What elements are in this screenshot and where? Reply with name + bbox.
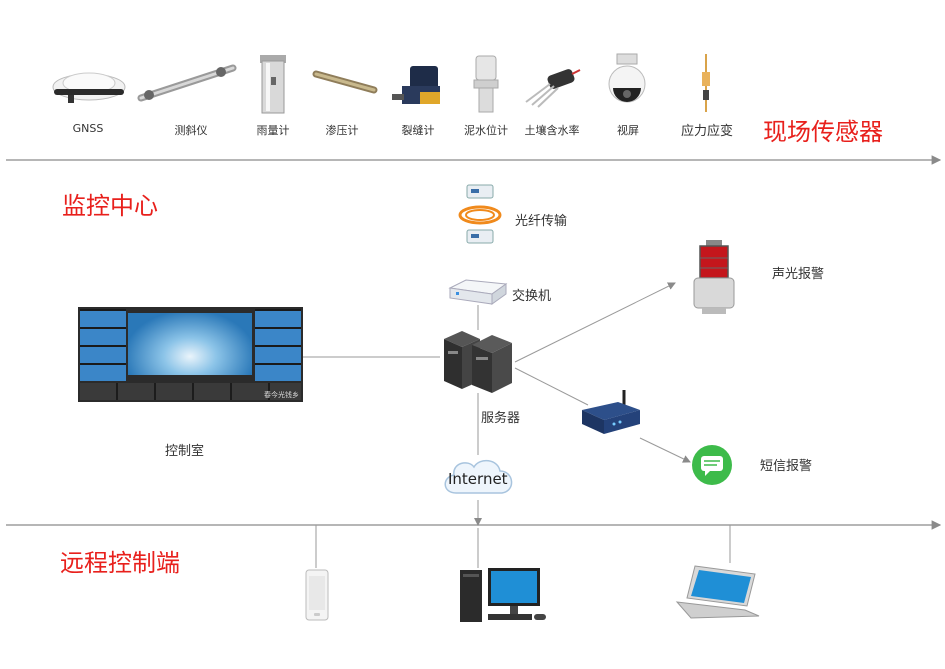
link-server-alarm bbox=[514, 282, 676, 363]
sound-light-alarm-label: 声光报警 bbox=[772, 267, 825, 282]
link-server-gateway bbox=[514, 367, 589, 406]
switch-label: 交换机 bbox=[512, 289, 552, 304]
control-room-video-wall: 春今光钱乡 bbox=[78, 307, 303, 402]
sms-gateway-icon bbox=[582, 390, 640, 434]
fiber-transmission-label: 光纤传输 bbox=[515, 214, 568, 229]
strain-gauge-icon bbox=[702, 54, 710, 112]
video-wall-left-panel bbox=[80, 309, 126, 381]
control-room-label: 控制室 bbox=[165, 444, 205, 459]
control-room-watermark: 春今光钱乡 bbox=[264, 391, 299, 399]
sensor-label-camera: 视屏 bbox=[617, 124, 639, 137]
inclinometer-icon bbox=[137, 64, 237, 102]
sensor-label-gnss: GNSS bbox=[72, 122, 104, 135]
link-gateway-sms bbox=[639, 437, 691, 463]
mobile-phone-icon bbox=[305, 569, 329, 621]
video-wall-right-panel bbox=[255, 309, 301, 381]
desktop-computer-icon bbox=[460, 568, 546, 622]
sensor-label-rain-gauge: 雨量计 bbox=[256, 124, 290, 137]
sms-message-icon bbox=[692, 445, 732, 485]
fiber-transmission-icon bbox=[458, 184, 502, 244]
sensor-label-soil-moisture: 土壤含水率 bbox=[524, 124, 580, 137]
soil-moisture-sensor-icon bbox=[525, 69, 581, 108]
sensor-label-inclinometer: 测斜仪 bbox=[174, 124, 208, 137]
internet-cloud-icon bbox=[444, 459, 513, 494]
piezometer-icon bbox=[312, 70, 378, 94]
server-icon bbox=[444, 331, 512, 393]
sensor-label-piezometer: 渗压计 bbox=[325, 124, 359, 137]
laptop-icon bbox=[675, 565, 760, 619]
water-level-meter-icon bbox=[473, 55, 499, 113]
section-title-monitoring-center: 监控中心 bbox=[62, 192, 158, 220]
rain-gauge-icon bbox=[260, 55, 286, 114]
sensor-label-crack-meter: 裂缝计 bbox=[401, 124, 435, 137]
video-wall-main-screen bbox=[128, 313, 252, 375]
internet-label: Internet bbox=[448, 470, 508, 488]
section-title-field-sensors: 现场传感器 bbox=[763, 118, 883, 146]
gnss-antenna-icon bbox=[52, 72, 126, 103]
section-title-remote-control: 远程控制端 bbox=[60, 549, 180, 577]
crack-meter-icon bbox=[392, 66, 440, 104]
sensor-label-strain: 应力应变 bbox=[680, 124, 734, 139]
sound-light-alarm-icon bbox=[693, 240, 735, 314]
video-wall-cabinet bbox=[80, 383, 301, 400]
dome-camera-icon bbox=[608, 53, 646, 103]
network-switch-icon bbox=[448, 279, 508, 305]
server-label: 服务器 bbox=[481, 411, 521, 426]
sms-alarm-label: 短信报警 bbox=[760, 459, 813, 474]
sensor-label-water-level: 泥水位计 bbox=[464, 124, 508, 137]
